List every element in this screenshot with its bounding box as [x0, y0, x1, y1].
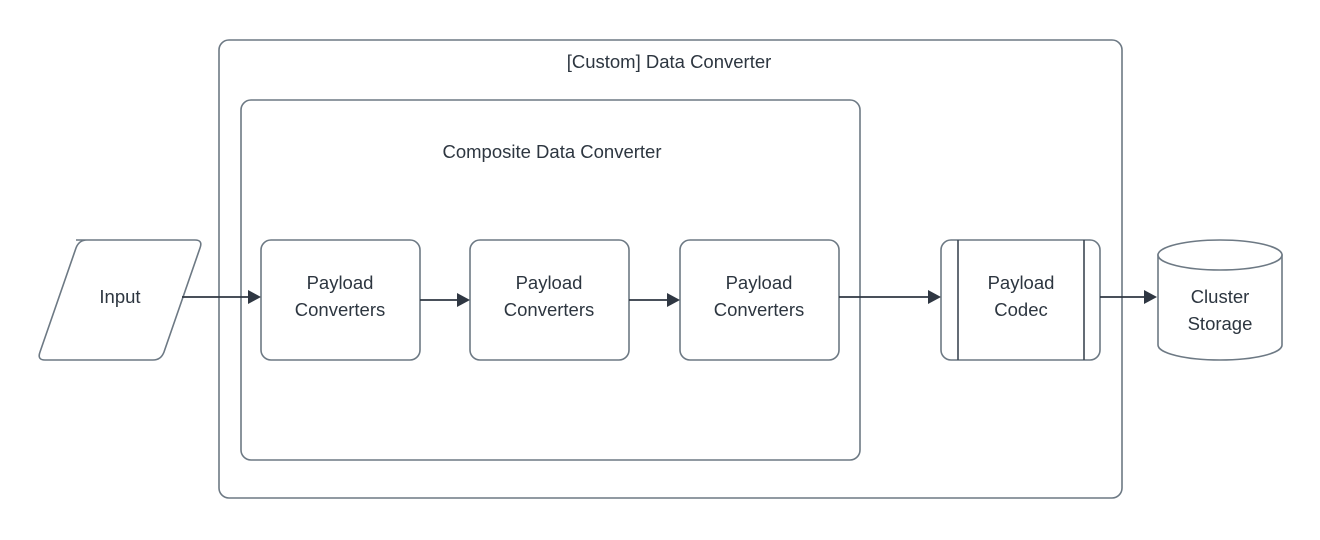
node-cluster-storage[interactable]	[1157, 239, 1283, 361]
node-input[interactable]	[38, 239, 202, 361]
node-payload-codec-line2: Codec	[994, 299, 1047, 320]
connector-converter-2-to-converter-3	[629, 293, 680, 307]
connector-codec-to-storage	[1100, 290, 1157, 304]
node-input-label: Input	[99, 286, 140, 307]
connector-converter-3-to-codec	[839, 290, 941, 304]
node-payload-codec-line1: Payload	[988, 272, 1055, 293]
node-payload-converters-1-line2: Converters	[295, 299, 385, 320]
connector-converter-1-to-converter-2	[420, 293, 470, 307]
node-cluster-storage-line1: Cluster	[1191, 286, 1250, 307]
node-payload-converters-2-line2: Converters	[504, 299, 594, 320]
connector-input-to-converter-1	[182, 290, 261, 304]
inner-container-label: Composite Data Converter	[442, 141, 661, 162]
node-payload-converters-2-line1: Payload	[516, 272, 583, 293]
node-payload-codec[interactable]	[940, 239, 1101, 361]
node-payload-converters-3-line1: Payload	[726, 272, 793, 293]
node-cluster-storage-line2: Storage	[1188, 313, 1253, 334]
node-payload-converters-1-line1: Payload	[307, 272, 374, 293]
node-payload-converters-3-line2: Converters	[714, 299, 804, 320]
outer-container-label: [Custom] Data Converter	[567, 51, 772, 72]
